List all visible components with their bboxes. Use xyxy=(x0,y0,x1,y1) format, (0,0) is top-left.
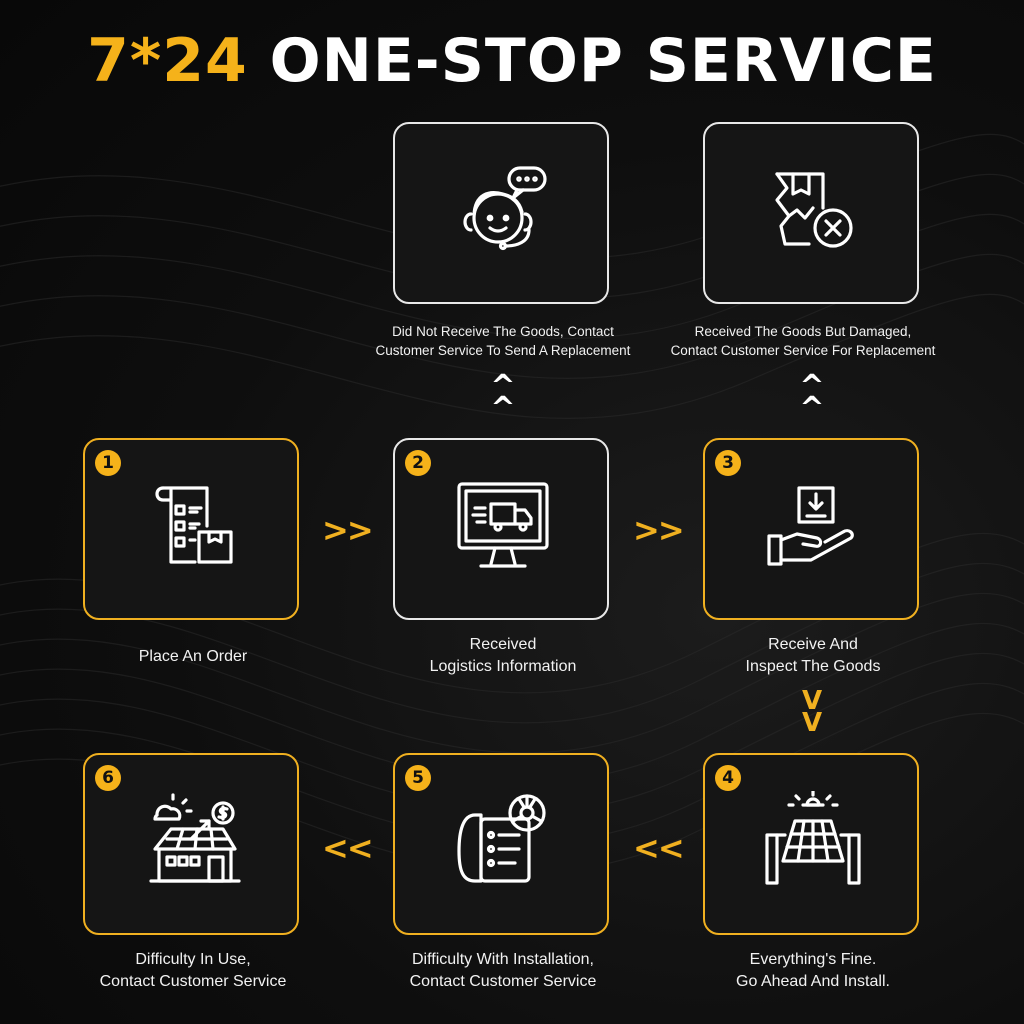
step-box-4: 4 xyxy=(703,753,919,935)
step-box-2: 2 xyxy=(393,438,609,620)
house-solar-icon xyxy=(149,793,241,883)
step-caption-1: Place An Order xyxy=(138,648,248,665)
step-box-6: 6 xyxy=(83,753,299,935)
branch-caption-damaged: Received The Goods But Damaged,Contact C… xyxy=(670,324,936,358)
hand-box-icon xyxy=(767,486,854,566)
customer-service-icon xyxy=(463,166,547,251)
step-caption-6: Difficulty In Use,Contact Customer Servi… xyxy=(99,951,287,990)
arrow-step2-to-step3: >> xyxy=(633,511,685,549)
phone-checklist-icon xyxy=(457,794,546,883)
title-rest: ONE-STOP SERVICE xyxy=(269,26,937,96)
damaged-package-icon xyxy=(775,172,853,248)
arrow-step4-to-step5: << xyxy=(633,829,685,867)
step-caption-4: Everything's Fine.Go Ahead And Install. xyxy=(736,951,890,990)
step-box-5: 5 xyxy=(393,753,609,935)
branch-box-not-received xyxy=(393,122,609,304)
arrow-step5-to-step6: << xyxy=(322,829,374,867)
step-badge-2: 2 xyxy=(405,450,431,476)
up-arrow-branch-a: ^^ xyxy=(490,369,516,426)
step-box-1: 1 xyxy=(83,438,299,620)
arrow-step1-to-step2: >> xyxy=(322,511,374,549)
step-caption-5: Difficulty With Installation,Contact Cus… xyxy=(409,951,597,990)
up-arrow-branch-b: ^^ xyxy=(799,369,825,426)
title-highlight: 7*24 xyxy=(87,26,248,96)
step-badge-3: 3 xyxy=(715,450,741,476)
step-badge-5: 5 xyxy=(405,765,431,791)
step-badge-4: 4 xyxy=(715,765,741,791)
step-badge-6: 6 xyxy=(95,765,121,791)
page-title: 7*24 ONE-STOP SERVICE xyxy=(0,26,1024,96)
branch-box-damaged xyxy=(703,122,919,304)
step-box-3: 3 xyxy=(703,438,919,620)
order-list-icon xyxy=(155,486,233,564)
step-badge-1: 1 xyxy=(95,450,121,476)
solar-panel-icon xyxy=(765,791,861,885)
monitor-truck-icon xyxy=(457,482,549,568)
